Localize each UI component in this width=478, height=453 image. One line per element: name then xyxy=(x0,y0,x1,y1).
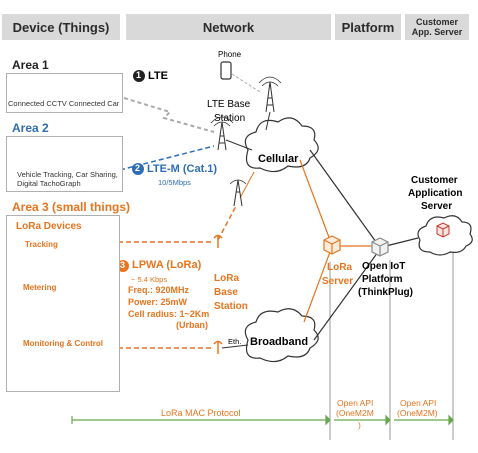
area3-box xyxy=(6,215,120,392)
lora-devices-title: LoRa Devices xyxy=(16,221,82,232)
badge-2 xyxy=(132,163,144,175)
area3-cell-radius: Cell radius: 1~2Km xyxy=(128,309,210,319)
open-api-2-line1: Open API xyxy=(400,398,437,408)
tracking-label: Tracking xyxy=(25,240,58,249)
lora-tower-to-cellular xyxy=(239,171,255,199)
area1-devices: Connected CCTV Connected Car xyxy=(8,99,120,108)
lora-gateway-icon-1 xyxy=(213,234,223,248)
lora-server-line2: Server xyxy=(322,276,354,287)
area2-title: Area 2 xyxy=(12,121,49,135)
lora-base-line3: Station xyxy=(214,301,248,312)
lte-base-line2: Station xyxy=(214,113,246,124)
eth-link xyxy=(221,344,249,349)
cellular-to-lora-server xyxy=(299,159,331,241)
broadband-cloud xyxy=(244,308,319,363)
header-platform: Platform xyxy=(335,14,401,40)
phone-link xyxy=(231,73,261,93)
area3-speed: ~ 5.4 Kbps xyxy=(131,275,168,284)
openiot-line1: Open IoT xyxy=(362,261,406,272)
lte-base-line1: LTE Base xyxy=(207,99,251,110)
open-api-2-line2: (OneM2M) xyxy=(397,408,438,418)
header-network: Network xyxy=(126,14,331,40)
lora-server-cube-icon xyxy=(323,235,341,255)
customer-cube-icon xyxy=(436,222,450,238)
phone-label: Phone xyxy=(218,50,242,59)
open-api-1-line1: Open API xyxy=(337,398,374,408)
cellular-label: Cellular xyxy=(258,153,299,165)
customer-app-line3: Server xyxy=(421,201,453,212)
broadband-label: Broadband xyxy=(250,336,309,348)
lora-link-up xyxy=(217,205,237,241)
area1-badge-number: 1 xyxy=(136,70,142,80)
openiot-to-customer xyxy=(385,237,419,247)
area3-power: Power: 25mW xyxy=(128,297,188,307)
header-customer-line1: Customer xyxy=(415,17,458,27)
openiot-cube-icon xyxy=(371,237,389,257)
lora-gateway-icon-2 xyxy=(213,340,223,354)
customer-app-line2: Application xyxy=(408,188,463,199)
lora-base-line1: LoRa xyxy=(214,273,239,284)
cellular-cloud xyxy=(244,117,319,173)
open-api-1-line3: ) xyxy=(358,420,361,430)
monitoring-label: Monitoring & Control xyxy=(23,339,103,348)
ltem-tower-icon xyxy=(210,116,234,151)
area1-link-label: LTE xyxy=(148,70,168,82)
lora-server-line1: LoRa xyxy=(327,262,352,273)
ltem-tower-to-cellular xyxy=(225,139,253,151)
broadband-to-lora-server xyxy=(303,251,331,323)
phone-icon xyxy=(220,61,232,80)
area3-title: Area 3 (small things) xyxy=(12,200,131,214)
header-device: Device (Things) xyxy=(2,14,120,40)
area2-link-label: LTE-M (Cat.1) xyxy=(147,163,218,175)
area2-devices-line2: Digital TachoGraph xyxy=(17,179,81,188)
metering-label: Metering xyxy=(23,283,57,292)
area2-badge-number: 2 xyxy=(135,163,141,173)
openiot-line3: (ThinkPlug) xyxy=(358,287,413,298)
area2-box xyxy=(6,136,123,192)
lora-cell-tower-icon xyxy=(229,179,247,207)
lora-base-line2: Base xyxy=(214,287,238,298)
header-customer-app-server: Customer App. Server xyxy=(405,14,469,40)
cellular-to-openiot xyxy=(309,149,377,243)
openiot-line2: Platform xyxy=(362,274,403,285)
lte-tower-icon xyxy=(258,76,282,113)
area3-cell-radius-note: (Urban) xyxy=(176,320,208,330)
header-customer-line2: App. Server xyxy=(411,27,463,37)
open-api-1-line2: (OneM2M xyxy=(336,408,374,418)
area1-title: Area 1 xyxy=(12,58,49,72)
broadband-to-openiot xyxy=(313,251,379,341)
area3-freq: Freq.: 920MHz xyxy=(128,285,190,295)
area3-link-label: LPWA (LoRa) xyxy=(132,259,202,271)
area2-link-speed: 10/5Mbps xyxy=(158,178,191,187)
badge-3 xyxy=(117,260,129,272)
area2-devices-line1: Vehicle Tracking, Car Sharing, xyxy=(17,170,118,179)
lora-mac-label: LoRa MAC Protocol xyxy=(161,408,241,418)
badge-1 xyxy=(133,70,145,82)
eth-label: Eth. xyxy=(228,337,242,346)
bottom-arrows xyxy=(71,414,454,426)
customer-app-line1: Customer xyxy=(411,175,458,186)
lte-tower-to-cellular xyxy=(265,111,271,131)
lte-link-area1 xyxy=(123,97,215,133)
area1-box xyxy=(6,73,123,113)
area3-badge-number: 3 xyxy=(120,260,126,270)
